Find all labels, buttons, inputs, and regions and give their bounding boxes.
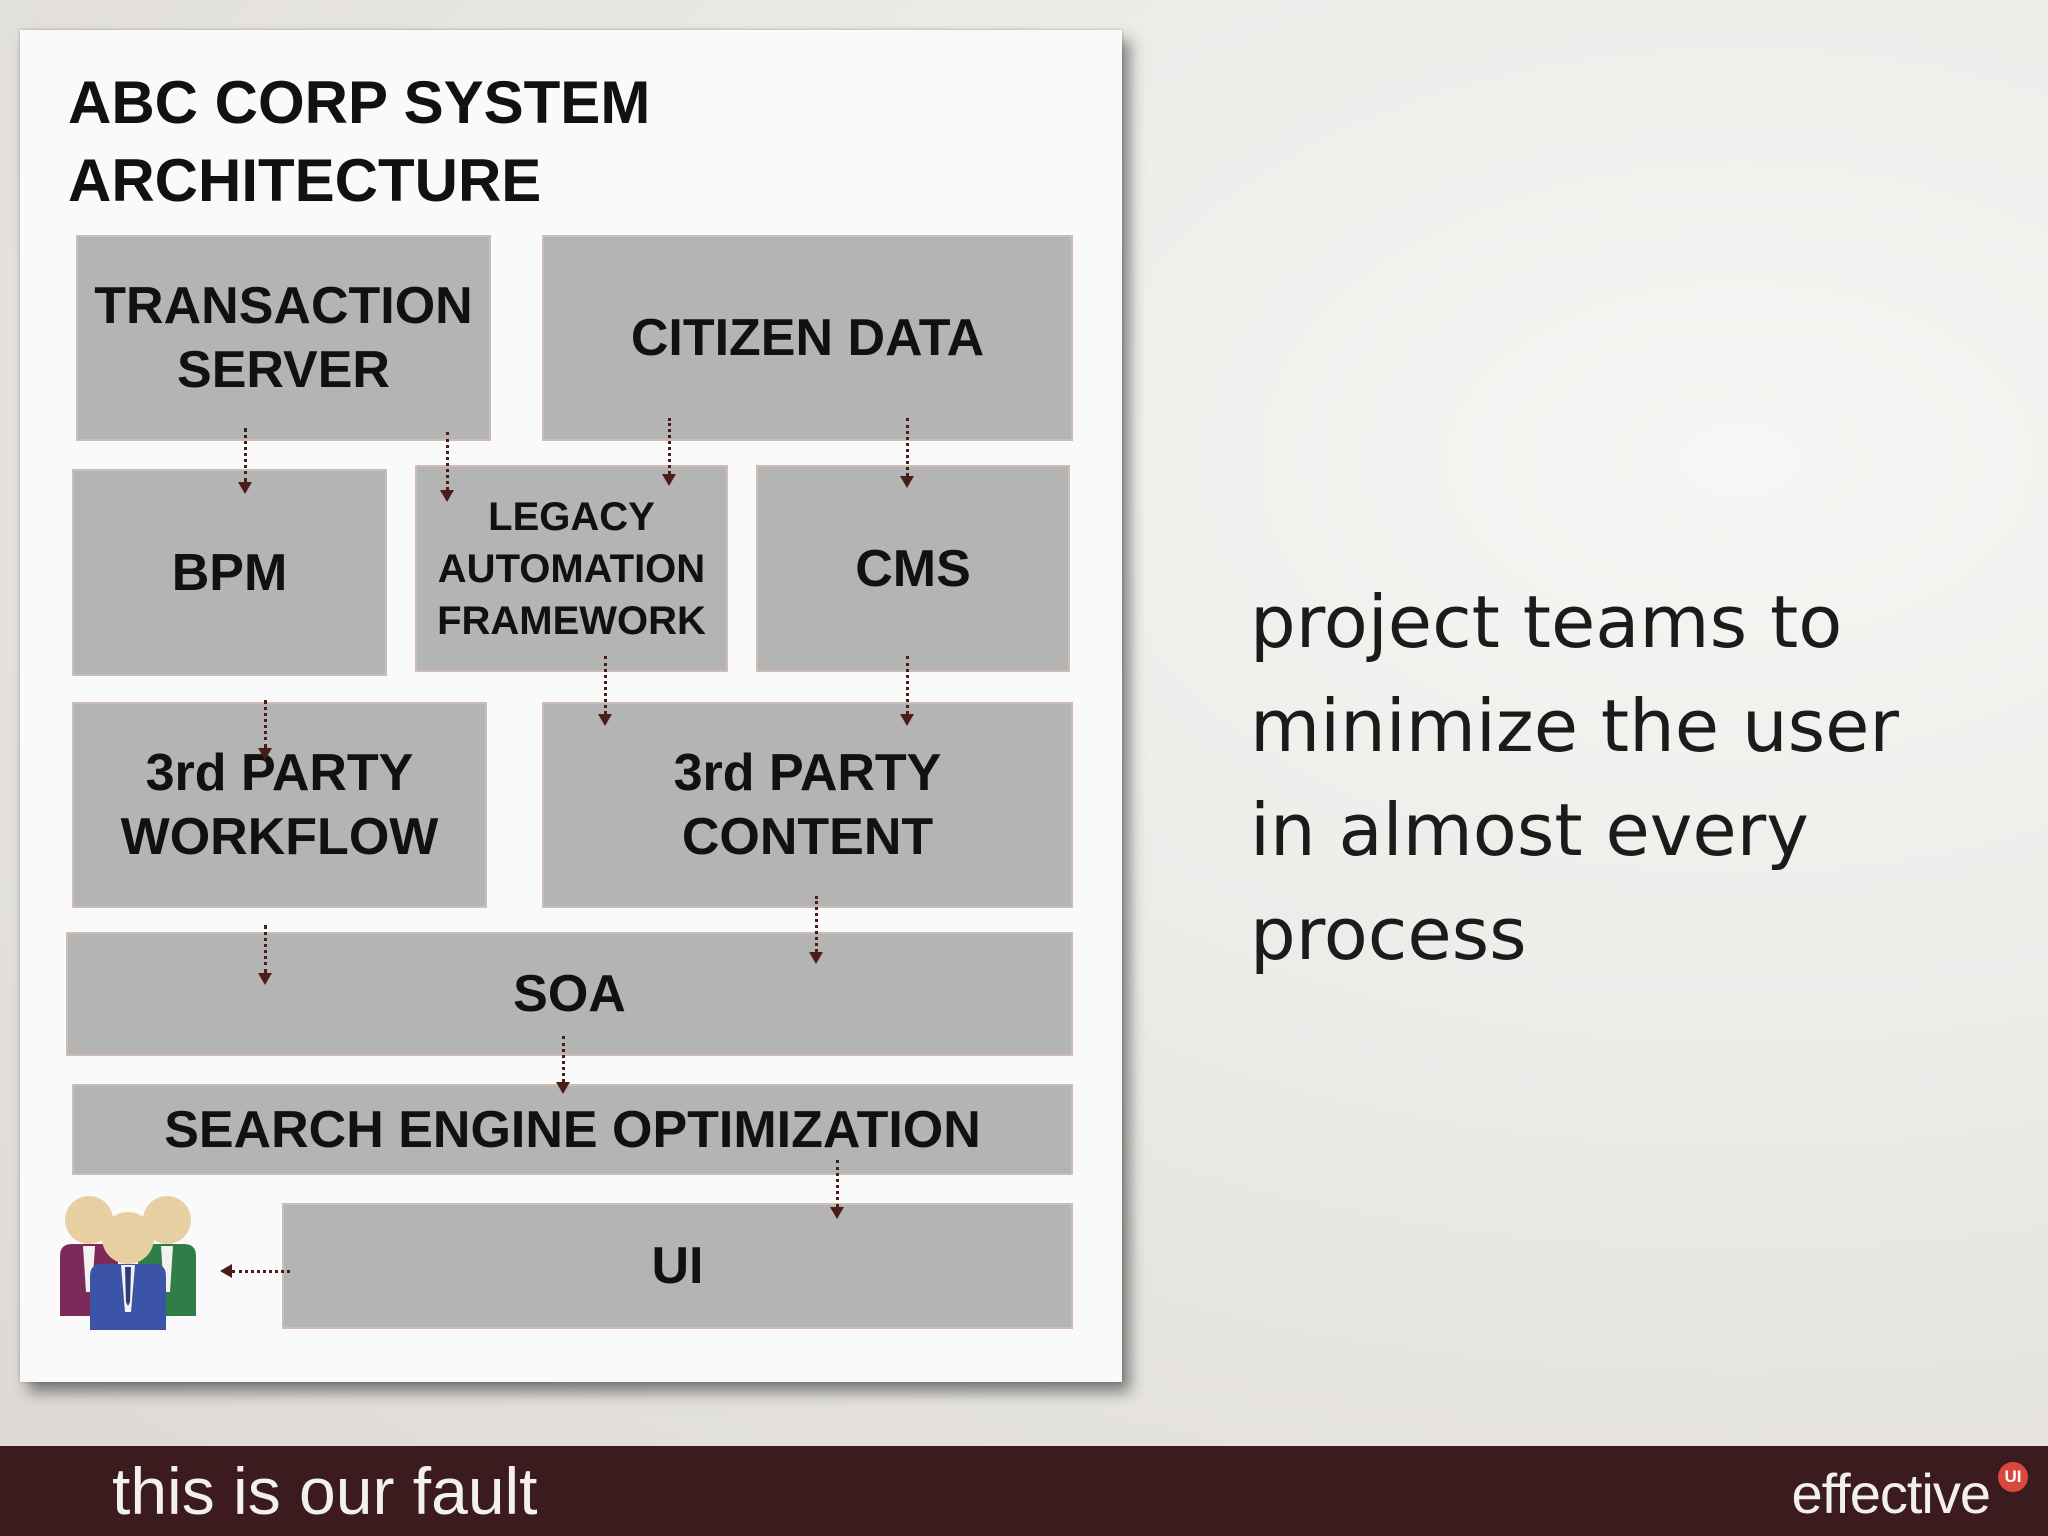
box-label: 3rd PARTY CONTENT <box>673 744 942 866</box>
box-label: CMS <box>855 539 971 598</box>
arrow-transaction-to-legacy <box>440 432 454 502</box>
box-label: LEGACY AUTOMATION FRAMEWORK <box>437 494 706 643</box>
users-group-icon <box>56 1192 200 1334</box>
box-label: SOA <box>513 965 626 1023</box>
box-third-party-workflow: 3rd PARTY WORKFLOW <box>73 703 486 907</box>
box-bpm: BPM <box>73 470 386 675</box>
box-label: TRANSACTION SERVER <box>94 277 473 399</box>
side-statement: project teams to minimize the user in al… <box>1250 580 1899 976</box>
diagram-title: ABC CORP SYSTEM ARCHITECTURE <box>68 69 651 214</box>
arrow-transaction-to-bpm <box>238 428 252 494</box>
box-search-engine-optimization: SEARCH ENGINE OPTIMIZATION <box>73 1085 1072 1174</box>
arrow-bpm-to-workflow <box>258 700 272 760</box>
box-label: BPM <box>171 543 288 602</box>
arrow-legacy-to-content <box>598 656 612 726</box>
box-legacy-automation-framework: LEGACY AUTOMATION FRAMEWORK <box>416 466 727 671</box>
box-label: SEARCH ENGINE OPTIMIZATION <box>164 1100 981 1159</box>
arrow-soa-to-seo <box>556 1036 570 1094</box>
footer-bar: this is our fault effective UI <box>0 1446 2048 1536</box>
box-label: UI <box>651 1237 704 1295</box>
footer-caption: this is our fault <box>112 1454 538 1528</box>
brand-badge: UI <box>1998 1462 2028 1492</box>
box-third-party-content: 3rd PARTY CONTENT <box>543 703 1072 907</box>
arrow-citizen-to-legacy <box>662 418 676 486</box>
box-transaction-server: TRANSACTION SERVER <box>77 236 490 440</box>
arrow-cms-to-content <box>900 656 914 726</box>
box-citizen-data: CITIZEN DATA <box>543 236 1072 440</box>
box-label: 3rd PARTY WORKFLOW <box>120 744 439 866</box>
box-label: CITIZEN DATA <box>630 309 985 367</box>
arrow-ui-to-users <box>220 1264 290 1278</box>
arrow-content-to-soa <box>809 896 823 964</box>
box-soa: SOA <box>67 933 1072 1055</box>
arrow-seo-to-ui <box>830 1160 844 1219</box>
arrow-workflow-to-soa <box>258 925 272 985</box>
box-cms: CMS <box>757 466 1069 671</box>
brand-logo-text: effective <box>1791 1462 1991 1525</box>
arrow-citizen-to-cms <box>900 418 914 488</box>
box-ui: UI <box>283 1204 1072 1328</box>
